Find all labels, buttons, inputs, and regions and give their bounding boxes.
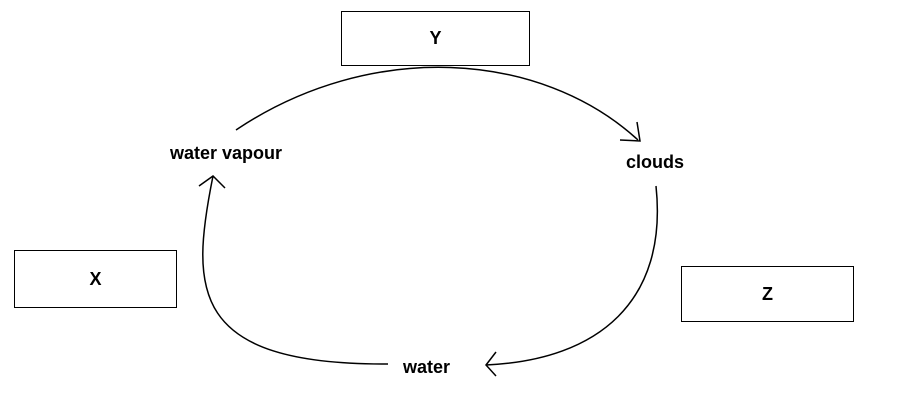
box-y: Y xyxy=(341,11,530,66)
arrowhead-water-to-vapour xyxy=(198,175,226,189)
node-water: water xyxy=(403,357,451,377)
arrow-water-to-vapour xyxy=(202,175,389,365)
box-x-label: X xyxy=(89,268,102,289)
node-water-vapour: water vapour xyxy=(170,143,283,163)
box-z: Z xyxy=(681,266,854,322)
box-z-label: Z xyxy=(762,283,773,304)
arrow-vapour-to-clouds xyxy=(235,66,639,141)
arrow-clouds-to-water xyxy=(485,185,659,366)
box-x: X xyxy=(14,250,177,308)
node-clouds: clouds xyxy=(626,152,685,172)
arrowhead-clouds-to-water xyxy=(485,351,497,377)
box-y-label: Y xyxy=(429,28,442,48)
arrowhead-vapour-to-clouds xyxy=(619,121,641,142)
